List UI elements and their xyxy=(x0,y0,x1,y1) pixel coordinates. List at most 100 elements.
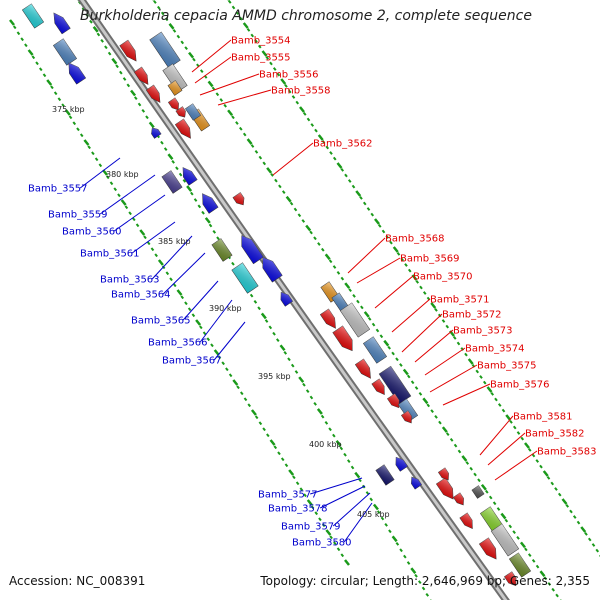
tick-mark xyxy=(324,253,331,261)
forward-gene-label-leader xyxy=(391,298,431,333)
tick-mark xyxy=(100,38,104,43)
tick-mark xyxy=(284,463,289,468)
reverse-gene-label-leader xyxy=(310,477,363,495)
tick-mark xyxy=(580,526,587,533)
map-title: Burkholderia cepacia AMMD chromosome 2, … xyxy=(80,8,532,24)
tick-mark xyxy=(160,11,165,16)
tick-mark xyxy=(496,507,501,511)
gene-glyph-shade xyxy=(395,457,408,472)
tick-mark xyxy=(497,403,502,407)
tick-mark xyxy=(310,505,315,510)
tick-mark xyxy=(387,345,391,350)
tick-mark xyxy=(367,317,372,321)
tick-mark xyxy=(411,274,418,281)
tick-mark xyxy=(475,369,480,374)
tick-mark xyxy=(182,179,187,183)
tick-mark xyxy=(85,13,89,18)
tick-mark xyxy=(143,235,147,240)
forward-gene-label-leader xyxy=(429,364,478,393)
tick-mark xyxy=(445,432,450,437)
forward-gene-label-leader xyxy=(442,383,491,406)
tick-mark xyxy=(262,427,266,432)
gene-glyph xyxy=(387,393,400,409)
tick-mark xyxy=(306,117,311,122)
gene-glyph-shade xyxy=(398,398,418,422)
tick-mark xyxy=(347,459,351,464)
tick-mark xyxy=(239,126,243,131)
tick-mark xyxy=(325,529,332,536)
tick-mark xyxy=(235,11,240,15)
reverse-gene-label-leader xyxy=(182,280,219,321)
tick-mark xyxy=(492,501,497,506)
tick-mark xyxy=(135,223,140,228)
tick-mark xyxy=(360,305,364,310)
gene-glyph xyxy=(459,512,473,530)
tick-mark xyxy=(550,481,555,486)
tick-mark xyxy=(272,67,277,71)
tick-mark xyxy=(254,415,259,420)
tick-mark xyxy=(253,300,258,304)
gene-glyph-shade xyxy=(509,552,531,578)
tick-mark xyxy=(199,325,203,330)
tick-mark xyxy=(421,586,426,591)
gene-glyph xyxy=(435,477,454,500)
tick-mark xyxy=(453,443,458,448)
tick-mark xyxy=(561,498,568,505)
tick-mark xyxy=(438,420,442,425)
tick-mark xyxy=(247,403,252,408)
tick-mark xyxy=(336,547,341,552)
gene-glyph-shade xyxy=(175,106,186,118)
gene-glyph xyxy=(437,467,449,481)
gene-glyph xyxy=(319,308,336,329)
tick-mark xyxy=(148,121,155,129)
tick-mark xyxy=(94,157,99,162)
tick-mark xyxy=(508,524,513,529)
kbp-position-label: 400 kbp xyxy=(309,440,342,449)
forward-gene-label-leader xyxy=(401,313,443,353)
tick-mark xyxy=(328,427,332,432)
gene-glyph-shade xyxy=(185,103,201,121)
tick-mark xyxy=(270,172,274,177)
tick-mark xyxy=(188,51,195,59)
kbp-position-label: 385 kbp xyxy=(158,237,191,246)
tick-mark xyxy=(285,195,292,203)
tick-mark xyxy=(193,198,198,202)
topology-summary: Topology: circular; Length: 2,646,969 bp… xyxy=(260,574,590,588)
tick-mark xyxy=(520,436,525,441)
gene-glyph-shade xyxy=(149,31,181,69)
tick-mark xyxy=(186,185,193,192)
tick-mark xyxy=(199,69,204,74)
tick-mark xyxy=(309,395,314,400)
forward-gene-label: Bamb_3582 xyxy=(525,429,585,440)
tick-mark xyxy=(404,263,408,267)
tick-mark xyxy=(46,79,53,86)
tick-mark xyxy=(269,61,273,66)
tick-mark xyxy=(139,229,146,236)
tick-mark xyxy=(254,39,258,43)
tick-mark xyxy=(422,291,427,295)
gene-glyph xyxy=(149,31,181,69)
tick-mark xyxy=(288,469,295,476)
tick-mark xyxy=(524,442,530,449)
forward-gene-label-leader xyxy=(487,432,526,466)
forward-gene-label: Bamb_3568 xyxy=(385,234,445,245)
tick-mark xyxy=(486,386,493,393)
tick-mark xyxy=(157,5,161,10)
tick-mark xyxy=(490,391,495,396)
gene-glyph-shade xyxy=(459,512,473,529)
tick-mark xyxy=(287,357,291,362)
tick-mark xyxy=(294,370,299,374)
gene-glyph xyxy=(232,192,245,206)
gene-glyph-shade xyxy=(280,292,293,307)
gene-glyph-shade xyxy=(119,40,137,62)
tick-mark xyxy=(163,147,168,151)
tick-mark xyxy=(314,511,319,516)
tick-mark xyxy=(531,453,536,458)
gene-glyph-shade xyxy=(504,571,517,586)
tick-mark xyxy=(410,567,417,574)
tick-mark xyxy=(165,271,170,276)
gene-glyph xyxy=(508,552,532,578)
tick-mark xyxy=(329,535,333,540)
reverse-gene-label: Bamb_3563 xyxy=(100,275,160,286)
